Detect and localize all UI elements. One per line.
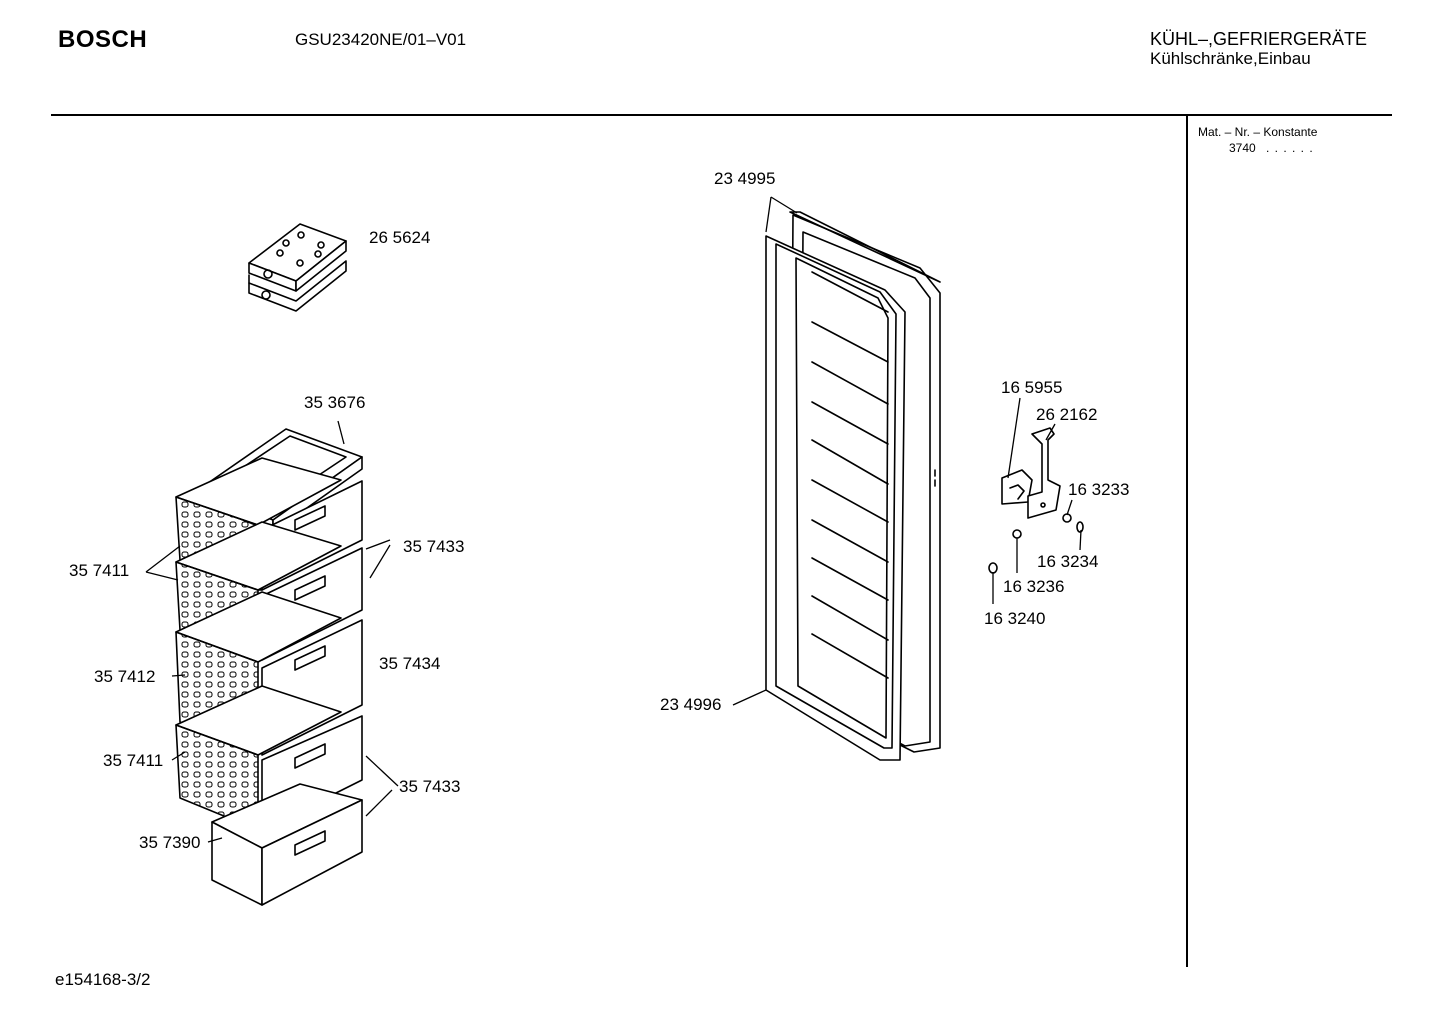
part-label: 35 7390 [139,833,201,852]
cold-pack-part [248,223,347,312]
freezer-drawer-bottom [211,783,363,906]
part-label: 26 2162 [1036,405,1098,424]
part-label: 23 4995 [714,169,776,188]
category-title: KÜHL–,GEFRIERGERÄTE [1150,29,1368,49]
material-number-value: 3740 [1229,141,1256,155]
hinge-assembly [988,427,1084,574]
document-id: e154168-3/2 [55,970,151,989]
side-panel-divider [1186,116,1188,967]
leader-lines [145,196,1082,843]
part-label: 35 7434 [379,654,441,673]
part-label: 16 3233 [1068,480,1130,499]
part-label: 35 7411 [103,751,164,770]
part-label: 35 7412 [94,667,156,686]
part-label: 35 7433 [399,777,461,796]
part-label: 23 4996 [660,695,722,714]
material-number-label: Mat. – Nr. – Konstante [1198,125,1318,139]
model-number: GSU23420NE/01–V01 [295,30,467,49]
door-gasket-part [765,235,906,761]
material-number-dots: . . . . . . [1266,141,1314,155]
category-subtitle: Kühlschränke,Einbau [1150,49,1311,68]
part-label: 35 3676 [304,393,366,412]
part-label: 26 5624 [369,228,431,247]
part-label: 16 3234 [1037,552,1099,571]
part-label: 16 3236 [1003,577,1065,596]
part-label: 16 5955 [1001,378,1063,397]
part-label: 35 7411 [69,561,130,580]
brand-logo: BOSCH [58,26,148,53]
header-divider [51,114,1392,116]
part-label: 35 7433 [403,537,465,556]
part-label: 16 3240 [984,609,1046,628]
